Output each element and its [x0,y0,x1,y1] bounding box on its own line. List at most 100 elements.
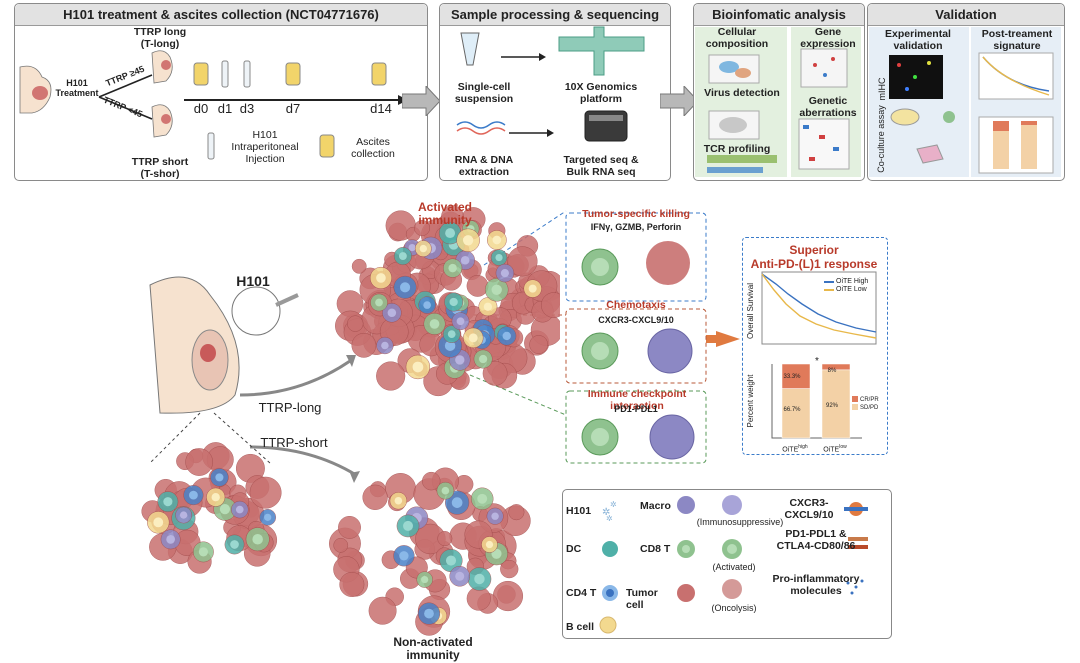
tumor-cell [362,484,388,510]
bcell-cell-nucleus [419,244,427,253]
macro-cell-nucleus [381,341,389,350]
bcell-cell-nucleus [394,496,403,505]
bar-star: * [815,356,819,367]
ttrp-short-label: TTRP short (T-shor) [131,156,189,180]
tumor-cell [351,332,377,358]
bcell-cell-nucleus [485,540,494,549]
day-3: d3 [239,101,255,116]
macro-cell-nucleus [179,511,188,519]
cd4-cell-nucleus [400,282,411,293]
cd8-cell-nucleus [375,298,383,307]
bar-legend-crpr: CR/PR [860,397,879,403]
non-activated-label: Non-activated immunity [393,635,473,662]
chemotaxis-title: Chemotaxis [606,299,666,311]
cd8-cell-nucleus [429,319,440,329]
bioinfo-graphics [695,27,861,177]
macro-cell-nucleus [460,255,470,265]
tumor-cell [339,572,365,597]
bar-legend-sdpd-swatch [852,404,858,410]
day-0: d0 [193,101,209,116]
cd8-cell-nucleus [441,486,450,495]
dc-cell-nucleus [445,228,456,239]
checkpoint-sub: PD1-PDL1 [614,404,658,414]
macro-cell-nucleus [456,317,465,326]
cd8-cell-nucleus [198,547,208,557]
cellular-label: Cellular composition [705,26,769,50]
tumor-cell [500,559,519,579]
tumor-cell [507,246,538,277]
km-legend-high: OiTE High [836,278,869,285]
bar-xtick-low-text: OiTE [823,446,840,454]
legend-icons: ✲✲✲ [599,495,868,634]
tumor-cell [347,315,364,332]
dc-cell-nucleus [403,520,414,531]
legend-pd1: PD1-PDL1 & CTLA4-CD80/86 [776,528,856,552]
legend-macro: Macro [640,500,671,512]
sequencing-graphics [456,26,645,142]
macro-cell-nucleus [500,269,509,278]
tumor-cell [437,531,453,547]
panel-validation-title: Validation [868,4,1064,26]
tumor-cell [376,361,406,391]
cd4-cell-nucleus [264,513,272,521]
coculture-label: Co-culture assay [876,105,886,173]
macro-cell-nucleus [455,355,465,365]
flow-arrow-2 [660,86,699,116]
bcell-cell-nucleus [211,493,220,502]
legend-oncolysis: (Oncolysis) [711,603,757,613]
tumor-cell [492,580,524,612]
bar-xtick-low: OiTElow [820,442,850,455]
bar-legend-sdpd: SD/PD [860,405,879,411]
dc-cell-nucleus [447,330,456,339]
killing-title: Tumor-specific killing [582,208,690,220]
cd8-cell-nucleus [448,263,457,273]
cd4-cell-nucleus [189,490,198,500]
legend-cxcr3: CXCR3- CXCL9/10 [784,497,834,521]
bcell-cell-nucleus [153,517,164,528]
checkpoint-title: Immune checkpoint interaction [587,388,687,412]
cd8-cell-nucleus [477,493,488,504]
bar-ylabel: Percent weight [746,374,755,428]
legend-dc: DC [566,543,582,555]
bar-high-crpr [781,363,811,389]
tumor-cell [482,360,508,386]
treatment-graphics [19,50,408,160]
bcell-cell-nucleus [492,235,502,245]
gene-expr-label: Gene expression [800,26,856,50]
superior-title: Superior Anti-PD-(L)1 response [750,243,878,271]
tumor-cell [249,476,282,509]
cd8-cell-nucleus [478,354,488,364]
tumor-cell [540,292,560,318]
macro-cell-nucleus [387,308,397,318]
legend-cd4: CD4 T [566,587,597,599]
activated-immunity-label: Activated immunity [417,200,473,227]
legend-h101: H101 [566,505,592,517]
bcell-cell-nucleus [376,273,386,283]
km-low-line [761,273,877,339]
cd4-cell-nucleus [423,301,431,309]
dc-cell-nucleus [495,253,503,262]
day-14: d14 [370,101,392,116]
cd4-cell-nucleus [444,340,456,351]
chemotaxis-sub: CXCR3-CXCL9/10 [598,315,674,325]
targeted-seq-label: Targeted seq & Bulk RNA seq [563,154,639,178]
tumor-cell [422,471,441,491]
tumor-cell [333,537,349,553]
bar-legend-crpr-swatch [852,396,858,402]
bar-xtick-high: OiTEhigh [780,442,810,455]
cd4-cell-nucleus [424,608,434,619]
cd4-cell-nucleus [215,473,224,482]
panel-treatment-title: H101 treatment & ascites collection (NCT… [15,4,427,26]
cd4-cell-nucleus [399,551,409,561]
svg-text:✲: ✲ [602,507,610,518]
day-1: d1 [217,101,233,116]
dc-cell-nucleus [230,540,239,549]
km-ylabel: Overall Survival [746,283,755,340]
tumor-cell [529,335,549,354]
dc-cell-nucleus [474,573,485,585]
bcell-cell-nucleus [468,333,478,343]
legend-proinflam: Pro-inflammatory molecules [772,573,860,597]
tumor-cell [185,448,214,476]
legend-cd8: CD8 T [640,543,671,555]
bar-high-sdpd [781,388,811,439]
